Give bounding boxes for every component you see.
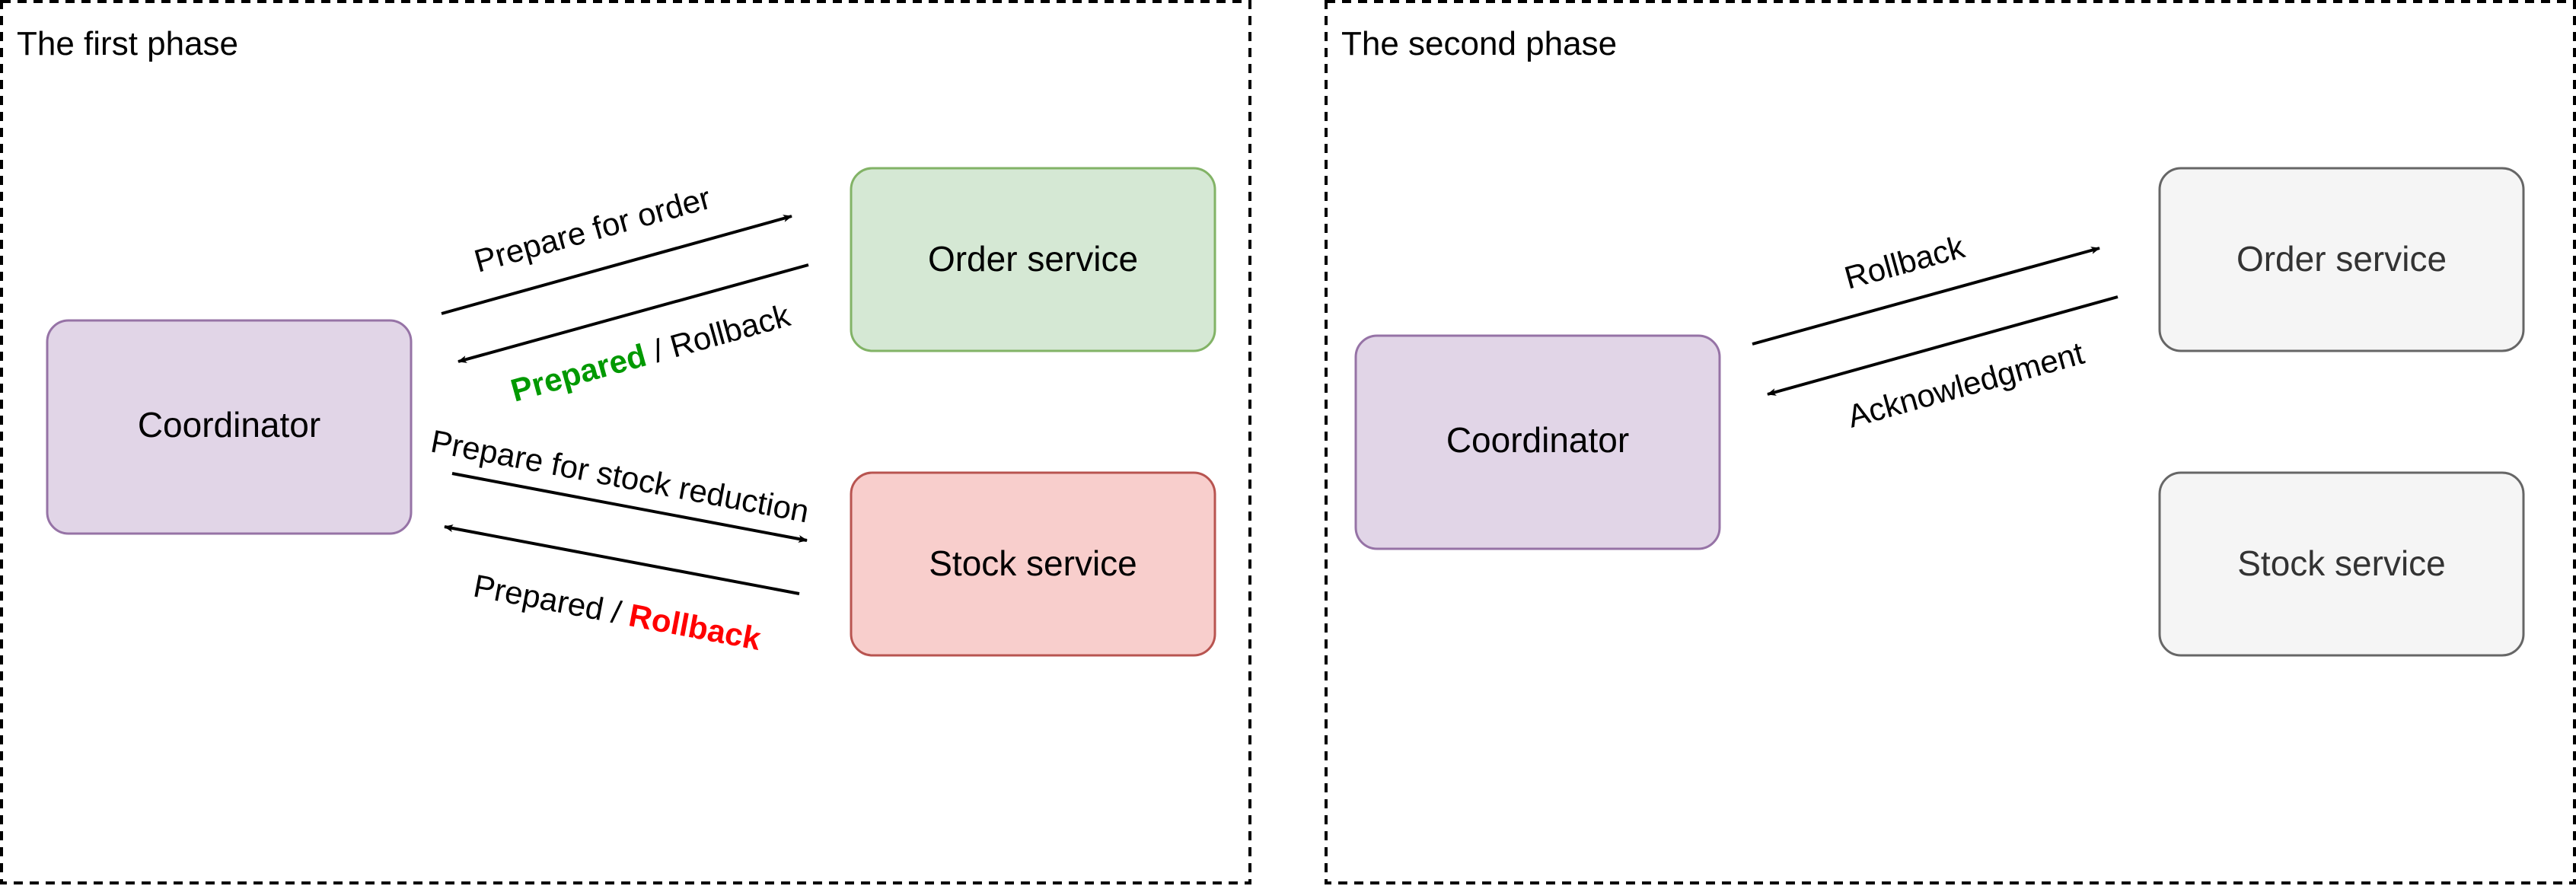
phase-1-frame <box>0 0 1251 884</box>
label-order-reply-rollback: / Rollback <box>640 297 794 371</box>
arrow-stock-reply <box>444 524 800 595</box>
phase-2-order-service-label: Order service <box>2236 239 2447 279</box>
phase-2-stock-service-node[interactable]: Stock service <box>2158 471 2525 657</box>
phase-1-panel: The first phase Coordinator Order servic… <box>0 0 1251 884</box>
phase-1-coordinator-label: Coordinator <box>138 405 320 445</box>
phase-1-coordinator-node[interactable]: Coordinator <box>46 319 413 535</box>
arrow-prepare-for-order <box>441 215 792 315</box>
phase-2-order-service-node[interactable]: Order service <box>2158 167 2525 352</box>
phase-1-order-service-node[interactable]: Order service <box>850 167 1216 352</box>
label-rollback: Rollback <box>1841 228 1969 296</box>
arrow-order-reply <box>457 263 809 363</box>
phase-1-title: The first phase <box>17 25 238 62</box>
phase-1-stock-service-box <box>850 471 1216 657</box>
label-order-reply: Prepared / Rollback <box>507 297 795 409</box>
label-order-reply-prepared: Prepared <box>507 337 650 409</box>
phase-2-stock-service-box <box>2158 471 2525 657</box>
phase-2-stock-service-label: Stock service <box>2237 543 2446 583</box>
phase-1-coordinator-box <box>46 319 413 535</box>
phase-2-coordinator-box <box>1354 334 1721 550</box>
phase-2-coordinator-node[interactable]: Coordinator <box>1354 334 1721 550</box>
phase-2-panel: The second phase Coordinator Order servi… <box>1325 0 2576 884</box>
phase-2-coordinator-label: Coordinator <box>1446 420 1629 460</box>
label-stock-reply: Prepared / Rollback <box>470 568 764 657</box>
arrow-prepare-for-stock <box>451 472 808 543</box>
phase-1-stock-service-node[interactable]: Stock service <box>850 471 1216 657</box>
phase-2-frame <box>1325 0 2576 884</box>
label-prepare-for-order: Prepare for order <box>470 180 715 279</box>
label-prepare-for-stock: Prepare for stock reduction <box>428 423 811 530</box>
phase-1-order-service-box <box>850 167 1216 352</box>
phase-1-order-service-label: Order service <box>928 239 1138 279</box>
arrow-rollback <box>1752 247 2100 346</box>
label-stock-reply-prepared: Prepared / <box>470 568 633 633</box>
phase-2-order-service-box <box>2158 167 2525 352</box>
phase-2-title: The second phase <box>1341 25 1617 62</box>
label-stock-reply-rollback: Rollback <box>626 597 764 657</box>
label-acknowledgment: Acknowledgment <box>1844 335 2088 435</box>
arrow-acknowledgment <box>1767 295 2119 396</box>
phase-1-stock-service-label: Stock service <box>929 543 1137 583</box>
